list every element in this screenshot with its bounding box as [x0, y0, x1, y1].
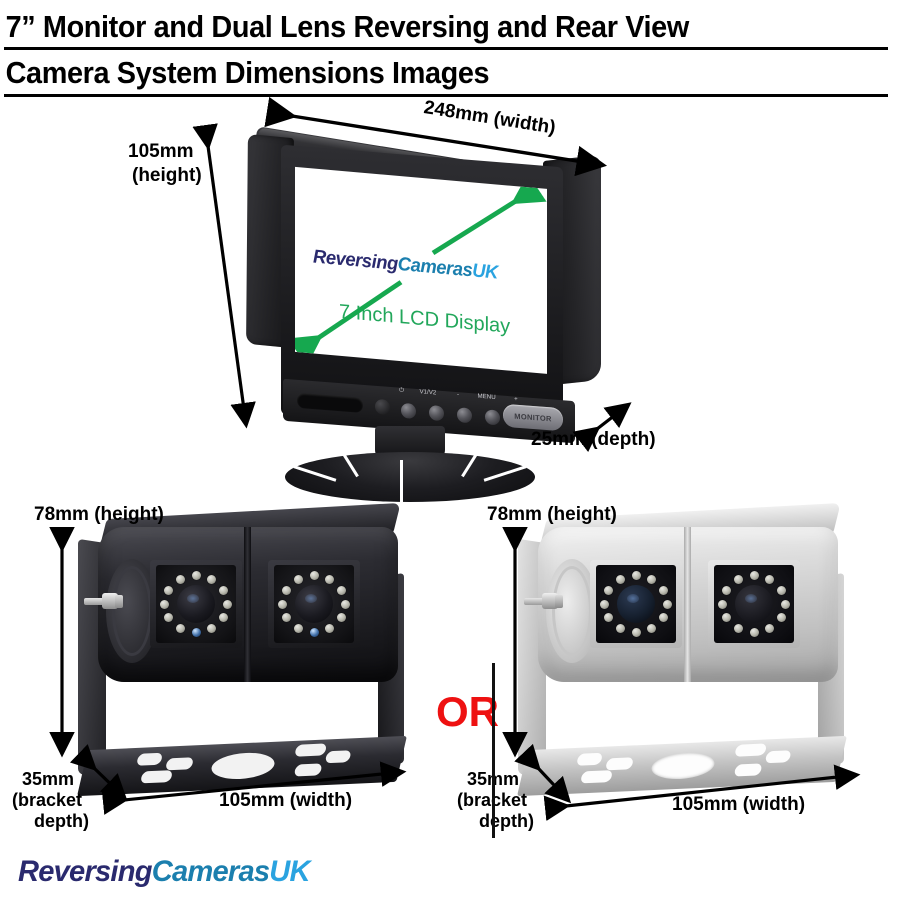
- camera-body-silver: [524, 527, 838, 682]
- silver-camera-illustration: [500, 502, 870, 835]
- title-line-2: Camera System Dimensions Images: [5, 55, 490, 90]
- lens-window-right-black: [268, 560, 360, 648]
- camera-divider-line: [492, 663, 495, 838]
- bracket-base-silver: [517, 735, 847, 797]
- ir-led-ring-left-black: [160, 571, 232, 637]
- bolt-nut-silver: [542, 593, 558, 609]
- lens-glass-right-black: [295, 585, 333, 623]
- button-label-plus: +: [514, 395, 518, 403]
- monitor-height-label-2: (height): [132, 165, 202, 186]
- monitor-stand-base: [285, 441, 535, 502]
- title-underline-1: [4, 47, 888, 50]
- light-sensor-icon: [375, 398, 390, 415]
- lens-window-right-silver: [708, 560, 800, 648]
- stand-notch-b: [335, 441, 359, 478]
- camera-body-black: [84, 527, 398, 682]
- screen-logo-part2: Cameras: [397, 253, 473, 282]
- lens-recess-left-silver: [596, 565, 676, 643]
- screen-logo: ReversingCamerasUK: [313, 246, 524, 286]
- bracket-slot-3-silver: [579, 770, 614, 784]
- hub-ring-black: [112, 566, 152, 656]
- title-line-1: 7” Monitor and Dual Lens Reversing and R…: [5, 9, 690, 44]
- black-camera-height-label: 78mm (height): [34, 504, 164, 525]
- bracket-slot-2: [164, 757, 195, 771]
- footer-logo-part2: Cameras: [151, 855, 270, 888]
- black-camera-illustration: [60, 502, 430, 835]
- lens-recess-right-black: [274, 565, 354, 643]
- lens-window-left-silver: [590, 560, 682, 648]
- monitor-height-label-1: 105mm: [128, 141, 194, 162]
- body-seam-black: [244, 527, 251, 682]
- ir-led-ring-right-silver: [718, 571, 790, 637]
- silver-camera-width-label: 105mm (width): [672, 794, 806, 815]
- silver-camera-height-label: 78mm (height): [487, 504, 617, 525]
- bracket-slot-6: [293, 763, 323, 777]
- button-label-menu: MENU: [477, 392, 496, 401]
- silver-camera-depth-label-3: depth): [479, 811, 534, 831]
- title-underline-2: [4, 94, 888, 97]
- pivot-bolt-black: [84, 593, 130, 609]
- bracket-slot-5-silver: [764, 750, 792, 764]
- footer-logo-part3: UK: [269, 855, 310, 888]
- black-camera-depth-label-2: (bracket: [12, 790, 83, 810]
- ir-receiver-window-icon: [297, 392, 363, 413]
- bolt-washer-silver: [555, 595, 563, 608]
- or-label: OR: [436, 688, 499, 735]
- lens-glass-left-black: [177, 585, 215, 623]
- black-camera-depth-label-3: depth): [34, 811, 89, 831]
- lens-recess-left-black: [156, 565, 236, 643]
- bolt-washer-black: [115, 595, 123, 608]
- bracket-slot-3: [139, 770, 174, 784]
- body-seam-silver: [684, 527, 691, 682]
- button-label-power: ⏻: [399, 386, 405, 394]
- hub-ring-silver: [552, 566, 592, 656]
- button-label-v1v2: V1/V2: [419, 388, 437, 397]
- bracket-slot-5: [324, 750, 352, 764]
- screen-logo-part1: Reversing: [313, 246, 398, 275]
- monitor-illustration: ReversingCamerasUK 7 Inch LCD Display: [225, 108, 645, 502]
- lens-recess-right-silver: [714, 565, 794, 643]
- bracket-slot-1-silver: [576, 752, 604, 766]
- button-label-minus: -: [457, 391, 460, 399]
- bracket-slot-2-silver: [604, 757, 635, 771]
- lens-glass-left-silver: [617, 585, 655, 623]
- stand-notch-c: [461, 441, 485, 478]
- lens-window-left-black: [150, 560, 242, 648]
- stand-notch-a: [293, 465, 337, 482]
- screen-caption: 7 Inch LCD Display: [339, 300, 511, 338]
- bracket-center-hole-silver: [648, 751, 718, 781]
- pivot-hub-silver: [546, 559, 598, 663]
- footer-logo: ReversingCamerasUK: [18, 855, 311, 889]
- minus-button[interactable]: [457, 407, 472, 424]
- bolt-nut-black: [102, 593, 118, 609]
- lens-glass-right-silver: [735, 585, 773, 623]
- bolt-shaft-silver: [524, 598, 546, 605]
- bracket-slot-4-silver: [734, 743, 768, 757]
- screen-logo-part3: UK: [472, 260, 498, 284]
- monitor-depth-label: 25mm (depth): [531, 429, 656, 450]
- v1v2-button[interactable]: [429, 405, 444, 422]
- bracket-slot-4: [294, 743, 328, 757]
- power-button[interactable]: [401, 402, 416, 419]
- footer-logo-part1: Reversing: [18, 855, 153, 888]
- bracket-slot-6-silver: [733, 763, 763, 777]
- bracket-base-black: [77, 735, 407, 797]
- ir-led-ring-left-silver: [600, 571, 672, 637]
- black-camera-depth-label-1: 35mm: [22, 769, 75, 789]
- bolt-shaft-black: [84, 598, 106, 605]
- stand-notch-d: [483, 465, 527, 482]
- bracket-center-hole: [208, 751, 278, 781]
- pivot-hub-black: [106, 559, 158, 663]
- black-camera-width-label: 105mm (width): [219, 790, 353, 811]
- monitor-screen: ReversingCamerasUK 7 Inch LCD Display: [295, 166, 547, 374]
- ir-led-ring-right-black: [278, 571, 350, 637]
- pivot-bolt-silver: [524, 593, 570, 609]
- page-title: 7” Monitor and Dual Lens Reversing and R…: [0, 8, 900, 97]
- menu-button[interactable]: [485, 409, 500, 426]
- bracket-slot-1: [136, 752, 164, 766]
